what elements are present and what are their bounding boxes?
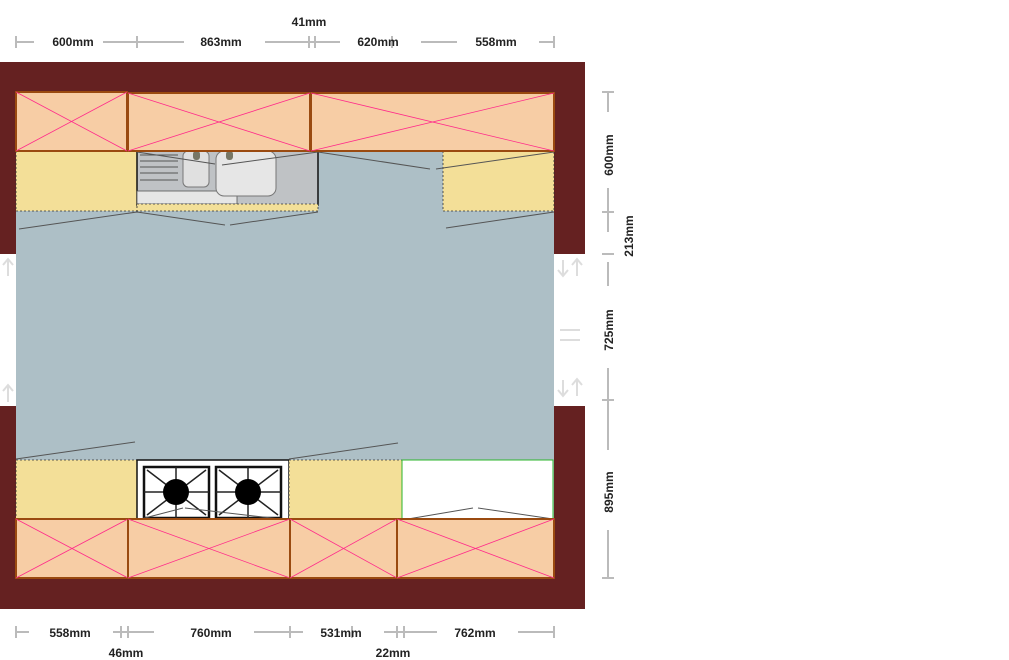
top-gap-dim: 41mm [292, 15, 327, 29]
appliance-space[interactable] [401, 459, 554, 520]
base-cabinet[interactable] [15, 518, 129, 579]
bottom-gap-dim: 22mm [376, 646, 411, 660]
burner[interactable] [163, 479, 189, 505]
top-dimension-line [15, 36, 555, 48]
wall-cabinet[interactable] [127, 92, 311, 152]
counter-top-left[interactable] [15, 150, 138, 212]
side-dimension-line [602, 91, 614, 579]
side-dim: 600mm [602, 134, 616, 175]
wall-cabinet[interactable] [310, 92, 555, 152]
door-swing-lines [15, 151, 555, 521]
hob[interactable] [136, 459, 290, 520]
door-opening-left[interactable] [0, 254, 16, 406]
counter-bottom-middle[interactable] [288, 459, 403, 520]
sink[interactable] [136, 150, 319, 212]
door-arrows [2, 257, 583, 402]
side-dim: 725mm [602, 309, 616, 350]
wall-cabinet[interactable] [15, 91, 128, 152]
top-dim: 600mm [52, 35, 93, 49]
side-dim: 895mm [602, 471, 616, 512]
top-dim: 620mm [357, 35, 398, 49]
bottom-dim: 760mm [190, 626, 231, 640]
base-cabinet[interactable] [289, 518, 398, 579]
bottom-dim: 558mm [49, 626, 90, 640]
bottom-dimension-line [15, 626, 555, 638]
counter-top-right[interactable] [442, 150, 555, 212]
bottom-dim: 531mm [320, 626, 361, 640]
top-dim: 558mm [475, 35, 516, 49]
counter-bottom-left[interactable] [15, 459, 138, 520]
base-cabinet[interactable] [396, 518, 555, 579]
base-cabinet[interactable] [127, 518, 291, 579]
bottom-gap-dim: 46mm [109, 646, 144, 660]
top-dim: 863mm [200, 35, 241, 49]
bottom-dim: 762mm [454, 626, 495, 640]
side-dim: 213mm [622, 215, 636, 256]
burner[interactable] [235, 479, 261, 505]
